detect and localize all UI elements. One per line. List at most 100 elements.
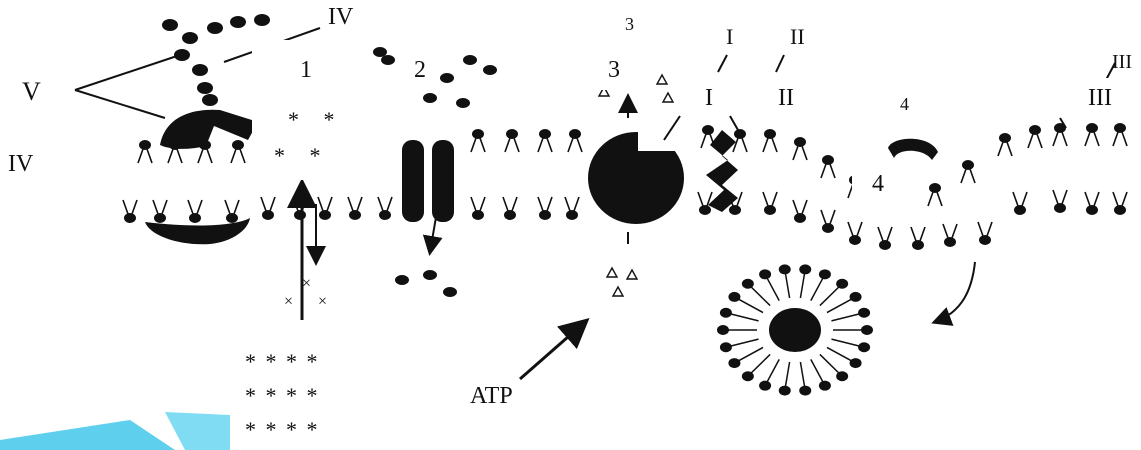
lipid-head [539, 210, 551, 220]
lipid-head [794, 213, 806, 223]
lipid-tail [504, 137, 520, 153]
lipid-tail [377, 196, 393, 212]
solute-dot [456, 98, 470, 108]
solute-dot [463, 55, 477, 65]
triangle-particle [597, 85, 611, 97]
lipid-head [879, 240, 891, 250]
arrows [287, 93, 976, 381]
handwritten-label-4: 4 [900, 94, 909, 114]
lipid-tail [1027, 133, 1043, 149]
solute-dot [440, 73, 454, 83]
lipid-tail [977, 221, 993, 237]
lipid-head [189, 213, 201, 223]
lipid-head [764, 205, 776, 215]
lipid-tail [1012, 191, 1028, 207]
label-number-4: 4 [872, 170, 884, 198]
vesicle [717, 264, 873, 396]
lipid-head [226, 213, 238, 223]
vesicle-lipid-head [849, 291, 862, 302]
label-number-3: 3 [608, 56, 620, 84]
vesicle-lipid-head [741, 371, 754, 382]
lipid-tail [470, 137, 486, 153]
handwritten-label-III: III [1112, 51, 1132, 73]
lipid-tail [230, 148, 246, 164]
vesicle-lipid-head [719, 342, 732, 353]
solute-dot [423, 93, 437, 103]
lipid-head [154, 213, 166, 223]
lipid-head [1014, 205, 1026, 215]
lipid-tail [537, 137, 553, 153]
lipid-tail [152, 199, 168, 215]
lipid-head [1114, 123, 1126, 133]
triangle-particle [661, 91, 675, 103]
label-number-2: 2 [414, 56, 426, 84]
vesicle-lipid-head [778, 264, 791, 275]
lipid-head [764, 129, 776, 139]
lipid-tail [1052, 131, 1068, 147]
solute-dot [443, 287, 457, 297]
vesicle-lipid-head [728, 358, 741, 369]
lipid-tail [1052, 189, 1068, 205]
lipid-head [124, 213, 136, 223]
label-roman-III: III [1088, 84, 1112, 112]
sugar-unit [174, 49, 190, 61]
label-roman-IV: IV [8, 150, 34, 178]
lipid-tail [762, 137, 778, 153]
lipid-tail [942, 223, 958, 239]
vesicle-lipid-head [778, 385, 791, 396]
sugar-unit [162, 19, 178, 31]
lipid-tail [847, 221, 863, 237]
leader-lines [74, 27, 1116, 141]
lipid-head [1086, 123, 1098, 133]
vesicle-lipid-head [717, 325, 729, 335]
cyan-decoration [0, 412, 230, 450]
lipid-head [962, 160, 974, 170]
lipid-head [1029, 125, 1041, 135]
sugar-unit [207, 22, 223, 34]
label-roman-I: I [705, 84, 713, 112]
molecule-stars-inside-3: * * * * [245, 416, 320, 444]
lipid-head [979, 235, 991, 245]
lipid-head [699, 205, 711, 215]
label-atp: ATP [470, 382, 513, 410]
lipid-tail [564, 196, 580, 212]
lipid-tail [347, 196, 363, 212]
sugar-unit [182, 32, 198, 44]
phospholipid-bilayer [122, 123, 1128, 250]
lipid-tail [997, 141, 1013, 157]
handwritten-label-II: II [790, 24, 805, 49]
vesicle-lipid-head [858, 307, 871, 318]
pump-protein [588, 123, 684, 224]
lipid-tail [1112, 131, 1128, 147]
lipid-tail [792, 145, 808, 161]
lipid-head [849, 235, 861, 245]
vesicle-lipid-head [759, 380, 772, 391]
sugar-unit [204, 112, 220, 124]
lipid-head [232, 140, 244, 150]
solute-particles [373, 47, 675, 297]
lipid-tail [137, 148, 153, 164]
lipid-head [566, 210, 578, 220]
sugar-unit [197, 82, 213, 94]
label-box-4 [852, 158, 927, 206]
carbohydrate-chain [162, 14, 270, 124]
handwritten-label-3: 3 [625, 14, 634, 34]
lipid-tail [567, 137, 583, 153]
solute-dot [483, 65, 497, 75]
vesicle-lipid-head [759, 269, 772, 280]
lipid-tail [732, 137, 748, 153]
lipid-tail [1084, 191, 1100, 207]
lipid-tail [537, 196, 553, 212]
vesicle-lipid-head [861, 325, 873, 335]
lipid-head [349, 210, 361, 220]
molecule-stars-inside-1: * * * * [245, 348, 320, 376]
solute-dot [373, 47, 387, 57]
lipid-tail [470, 196, 486, 212]
lipid-tail [697, 191, 713, 207]
lipid-head [1054, 123, 1066, 133]
lipid-head [262, 210, 274, 220]
lipid-head [1054, 203, 1066, 213]
molecule-stars-outside-1: * * [288, 106, 337, 134]
lipid-head [294, 210, 306, 220]
lipid-tail [502, 196, 518, 212]
